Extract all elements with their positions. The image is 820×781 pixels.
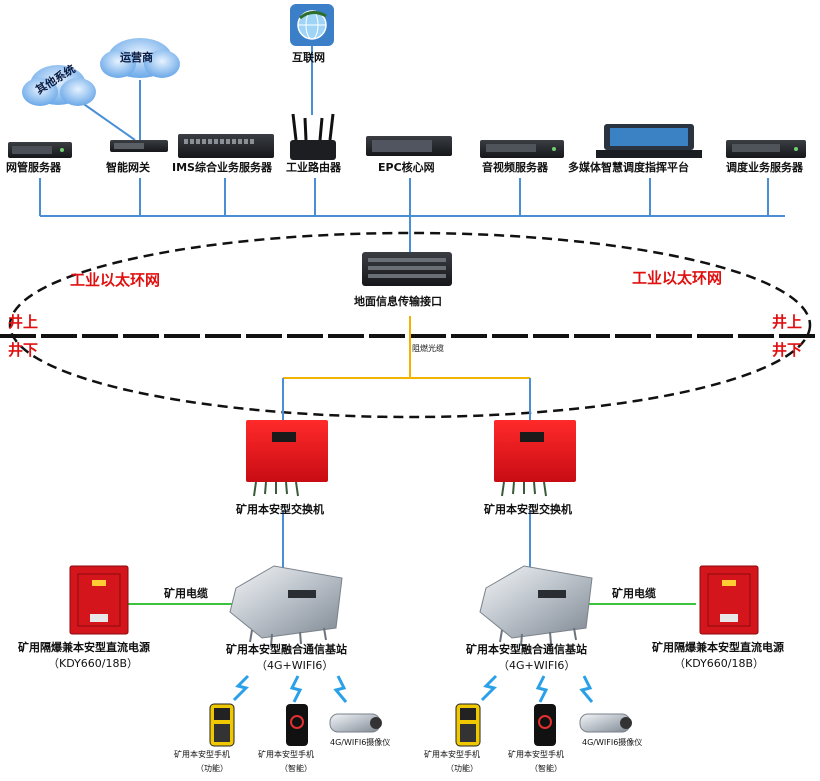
ring-label-right: 工业以太环网 bbox=[632, 269, 723, 287]
switch-icon bbox=[494, 420, 576, 497]
mine-cable-right-label: 矿用电缆 bbox=[612, 587, 656, 600]
power-right-name: 矿用隔爆兼本安型直流电源 bbox=[652, 641, 784, 654]
camera-icon bbox=[579, 713, 632, 733]
fiber-cable bbox=[283, 316, 530, 379]
camera-right-label: 4G/WIFI6摄像仪 bbox=[582, 738, 643, 747]
server-icon bbox=[178, 134, 274, 158]
shaft-above-left: 井上 bbox=[8, 313, 39, 331]
epc-core-label: EPC核心网 bbox=[378, 161, 435, 174]
gateway-icon bbox=[110, 140, 168, 152]
phone-smart-right-type: （智能） bbox=[530, 764, 562, 773]
base-station-icon bbox=[229, 565, 343, 647]
smart-gateway-label: 智能网关 bbox=[106, 161, 150, 174]
base-left-name: 矿用本安型融合通信基站 bbox=[226, 643, 347, 656]
ring-label-left: 工业以太环网 bbox=[70, 271, 161, 289]
top-bus bbox=[39, 45, 785, 260]
cable-label: 阻燃光缆 bbox=[412, 344, 444, 353]
base-left-spec: （4G+WIFI6） bbox=[256, 659, 334, 672]
phone-basic-left-type: （功能） bbox=[196, 764, 228, 773]
phone-smart-left-type: （智能） bbox=[280, 764, 312, 773]
shaft-below-right: 井下 bbox=[772, 341, 803, 359]
cloud-icon bbox=[100, 38, 180, 78]
internet-label: 互联网 bbox=[292, 51, 325, 64]
switch-right-label: 矿用本安型交换机 bbox=[484, 503, 572, 516]
server-icon bbox=[480, 140, 564, 158]
router-icon bbox=[290, 113, 336, 160]
industrial-router-label: 工业路由器 bbox=[286, 161, 341, 174]
base-right-name: 矿用本安型融合通信基站 bbox=[466, 643, 587, 656]
phone-smart-left-name: 矿用本安型手机 bbox=[258, 750, 314, 759]
cloud-label-carrier: 运营商 bbox=[120, 51, 153, 64]
base-station-icon bbox=[479, 565, 593, 647]
base-right-spec: （4G+WIFI6） bbox=[498, 659, 576, 672]
server-icon bbox=[8, 142, 72, 158]
server-icon bbox=[362, 252, 452, 286]
server-icon bbox=[366, 136, 452, 156]
nms-server-label: 网管服务器 bbox=[6, 161, 61, 174]
power-right-model: （KDY660/18B） bbox=[674, 657, 765, 670]
switch-uplink bbox=[282, 378, 531, 568]
mine-cable-left-label: 矿用电缆 bbox=[164, 587, 208, 600]
shaft-above-right: 井上 bbox=[772, 313, 803, 331]
phone-basic-left-name: 矿用本安型手机 bbox=[174, 750, 230, 759]
phone-smart-icon bbox=[534, 704, 556, 746]
phone-basic-right-name: 矿用本安型手机 bbox=[424, 750, 480, 759]
phone-smart-right-name: 矿用本安型手机 bbox=[508, 750, 564, 759]
console-icon bbox=[596, 124, 702, 158]
phone-basic-icon bbox=[455, 703, 481, 747]
power-supply-icon bbox=[699, 565, 759, 635]
camera-left-label: 4G/WIFI6摄像仪 bbox=[330, 738, 391, 747]
camera-icon bbox=[329, 713, 382, 733]
cloud-icon bbox=[22, 65, 96, 106]
phone-smart-icon bbox=[286, 704, 308, 746]
multimedia-platform-label: 多媒体智慧调度指挥平台 bbox=[568, 161, 689, 174]
power-left-model: （KDY660/18B） bbox=[48, 657, 139, 670]
ethernet-ring bbox=[8, 231, 812, 419]
ground-interface-label: 地面信息传输接口 bbox=[354, 295, 442, 308]
dispatch-server-label: 调度业务服务器 bbox=[726, 161, 803, 174]
phone-basic-right-type: （功能） bbox=[446, 764, 478, 773]
power-left-name: 矿用隔爆兼本安型直流电源 bbox=[18, 641, 150, 654]
switch-icon bbox=[246, 420, 328, 497]
globe-icon bbox=[290, 4, 334, 46]
ims-server-label: IMS综合业务服务器 bbox=[172, 161, 272, 174]
shaft-below-left: 井下 bbox=[8, 341, 39, 359]
switch-left-label: 矿用本安型交换机 bbox=[236, 503, 324, 516]
wireless-signal-icon bbox=[232, 674, 594, 703]
phone-basic-icon bbox=[209, 703, 235, 747]
power-supply-icon bbox=[69, 565, 129, 635]
av-server-label: 音视频服务器 bbox=[482, 161, 548, 174]
server-icon bbox=[726, 140, 806, 158]
